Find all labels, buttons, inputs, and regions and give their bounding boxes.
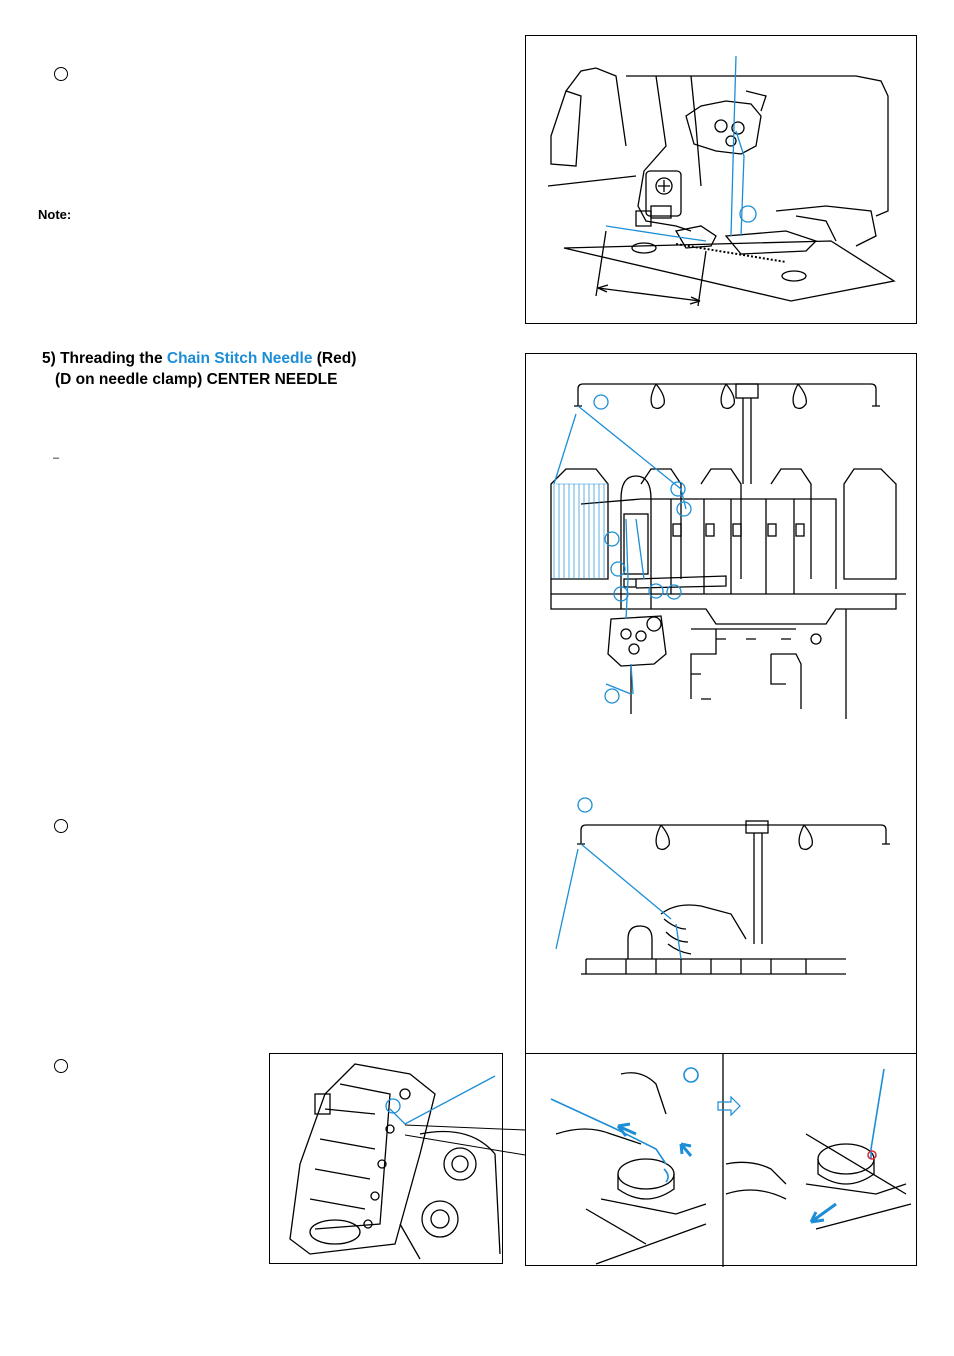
presser-foot-illustration — [525, 35, 917, 324]
step-marker-top — [54, 67, 68, 81]
pull-thread-drawing — [550, 1054, 912, 1267]
threading-drawing — [550, 383, 906, 975]
connector-lines — [405, 1124, 526, 1156]
section-subheading: (D on needle clamp) CENTER NEEDLE — [55, 371, 338, 388]
step-marker-bottom — [54, 1059, 68, 1073]
tension-dial-drawing — [289, 1063, 501, 1260]
dash-mark: – — [53, 452, 60, 464]
note-label: Note: — [38, 207, 72, 222]
section-heading: 5) Threading the Chain Stitch Needle (Re… — [42, 348, 356, 369]
heading-suffix: (Red) — [316, 350, 357, 367]
pull-thread-illustration — [525, 1053, 917, 1267]
step-marker-middle — [54, 819, 68, 833]
presser-foot-drawing — [547, 55, 896, 307]
heading-accent: Chain Stitch Needle — [166, 350, 313, 367]
tension-dial-illustration — [269, 1053, 503, 1264]
heading-prefix: 5) Threading the — [42, 350, 163, 367]
